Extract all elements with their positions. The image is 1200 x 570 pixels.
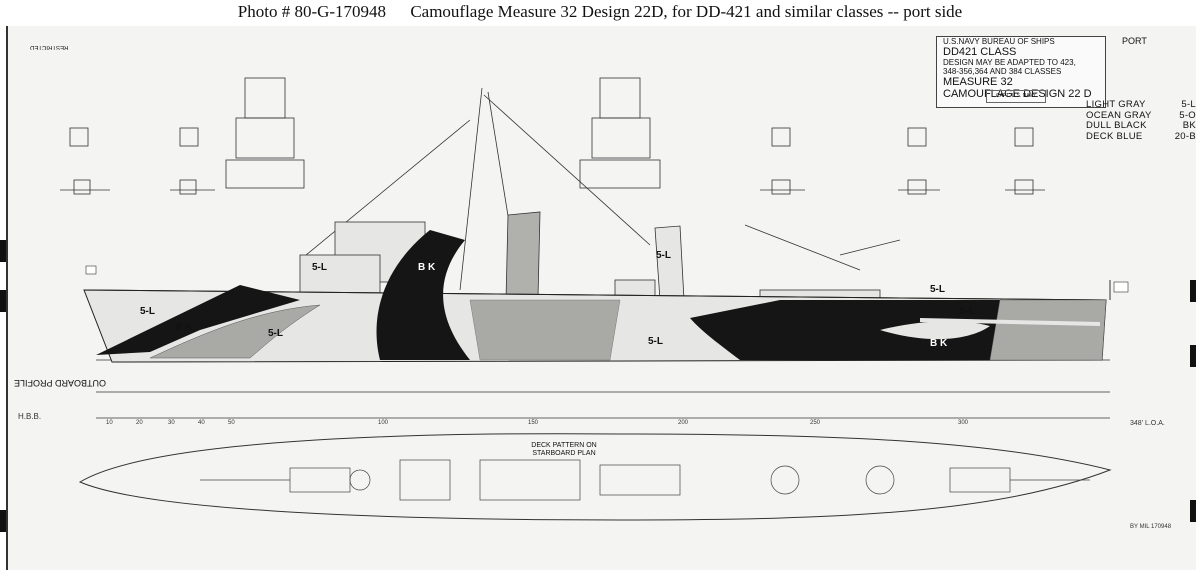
side-label: PORT	[1122, 36, 1147, 46]
drawing-initials: H.B.B.	[18, 412, 42, 421]
outboard-profile-label: OUTBOARD PROFILE	[14, 378, 107, 388]
title-line-bureau: U.S.NAVY BUREAU OF SHIPS	[943, 37, 1055, 46]
frame-number: 100	[378, 420, 389, 426]
paint-mark-mid-black: B K	[418, 262, 436, 273]
title-line-class: DD421 CLASS	[943, 46, 1017, 58]
paint-mark-bridge-light: 5-L	[312, 262, 327, 273]
legend-row: DULL BLACK BK	[1086, 120, 1196, 132]
paint-legend: LIGHT GRAY 5-L OCEAN GRAY 5-O DULL BLACK…	[1086, 99, 1196, 143]
legend-color-name: DECK BLUE	[1086, 130, 1143, 142]
frame-number: 200	[678, 420, 689, 426]
frame-number: 20	[136, 420, 143, 426]
binder-clip	[1190, 280, 1196, 302]
legend-row: OCEAN GRAY 5-O	[1086, 109, 1196, 122]
photo-caption: Photo # 80-G-170948 Camouflage Measure 3…	[0, 0, 1200, 26]
legend-color-code: 5-L	[1181, 99, 1196, 110]
legend-row: LIGHT GRAY 5-L	[1086, 99, 1196, 111]
approval-stamp: CAPT. U.S. NAVY	[986, 90, 1046, 103]
legend-color-name: LIGHT GRAY	[1086, 99, 1146, 110]
frame-number: 50	[228, 420, 235, 426]
legend-color-name: DULL BLACK	[1086, 120, 1147, 131]
legend-row: DECK BLUE 20-B	[1086, 130, 1196, 143]
paint-mark-aft-light: 5-L	[648, 336, 663, 347]
restricted-label: RESTRICTED	[30, 44, 69, 50]
deck-pattern-title: DECK PATTERN ON STARBOARD PLAN	[504, 442, 624, 458]
frame-number: 40	[198, 420, 205, 426]
binder-clip	[0, 240, 6, 262]
frame-number: 30	[168, 420, 175, 426]
title-line-classes: 348-356,364 AND 384 CLASSES	[943, 67, 1062, 76]
photo-number: Photo # 80-G-170948	[237, 2, 387, 21]
title-line-adapt: DESIGN MAY BE ADAPTED TO 423,	[943, 58, 1076, 67]
legend-color-name: OCEAN GRAY	[1086, 109, 1152, 121]
frame-number: 150	[528, 420, 539, 426]
paint-mark-deckhouse-light: 5-L	[930, 284, 945, 295]
title-line-design: CAMOUFLAGE DESIGN 22 D	[943, 88, 1092, 100]
legend-color-code: 5-O	[1179, 109, 1196, 121]
paint-mark-fwd-light: 5-L	[268, 328, 283, 339]
paint-mark-bow-black: B K	[175, 322, 193, 333]
paint-mark-bow-light: 5-L	[140, 306, 155, 317]
photo-description: Camouflage Measure 32 Design 22D, for DD…	[410, 2, 963, 21]
deck-title-line: STARBOARD PLAN	[532, 450, 596, 457]
binder-clip	[0, 290, 6, 312]
binder-clip	[0, 510, 6, 532]
binder-clip	[1190, 345, 1196, 367]
legend-color-code: 20-B	[1174, 130, 1196, 142]
sheet-reference: BY MIL 170948	[1130, 524, 1172, 530]
frame-number: 250	[810, 420, 821, 426]
paint-mark-funnel-light: 5-L	[656, 250, 671, 261]
frame-number: 300	[958, 420, 969, 426]
scale-label: 348' L.O.A.	[1130, 420, 1165, 427]
paint-mark-aft-black: B K	[930, 338, 948, 349]
paint-mark-stern-light: 5-L	[960, 306, 975, 317]
title-block: U.S.NAVY BUREAU OF SHIPS DD421 CLASS DES…	[936, 36, 1106, 108]
legend-color-code: BK	[1182, 120, 1196, 131]
deck-title-line: DECK PATTERN ON	[531, 442, 597, 449]
binder-clip	[1190, 500, 1196, 522]
title-line-measure: MEASURE 32	[943, 76, 1013, 88]
frame-number: 10	[106, 420, 113, 426]
